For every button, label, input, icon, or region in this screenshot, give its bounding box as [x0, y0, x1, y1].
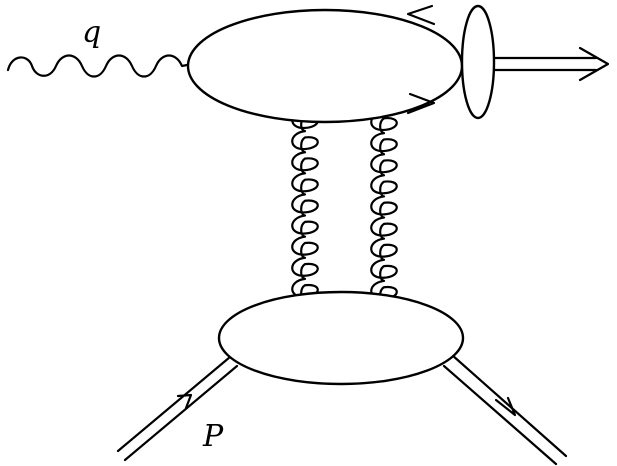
meson-vertex — [460, 4, 496, 120]
proton-out-arrow — [494, 396, 517, 417]
proton-out-line-b — [442, 364, 558, 466]
photon-wavy-line — [6, 54, 194, 78]
quark-arrow — [406, 92, 436, 115]
proton-in-arrow — [176, 393, 193, 410]
gluon-left — [291, 108, 319, 302]
proton-out-line-a — [450, 353, 568, 458]
upper-blob — [186, 8, 464, 124]
antiquark-arrow — [406, 4, 436, 26]
lower-blob — [217, 290, 465, 386]
proton-label: P — [202, 419, 224, 454]
proton-in-line-a — [116, 355, 232, 453]
proton-in-line-b — [123, 364, 239, 462]
gluon-right — [370, 110, 398, 304]
photon-label: q — [82, 15, 101, 50]
meson-arrow-head — [578, 46, 610, 82]
